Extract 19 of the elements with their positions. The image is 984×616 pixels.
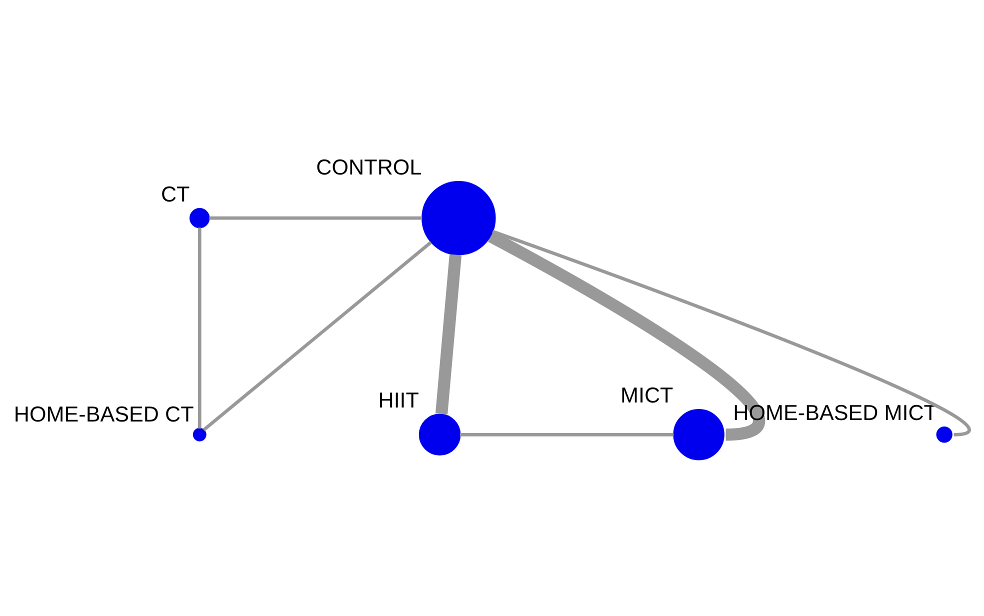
node-circle <box>673 408 724 460</box>
node-label: HIIT <box>378 386 420 412</box>
node-label: HOME-BASED MICT <box>733 400 937 425</box>
connector <box>198 227 202 428</box>
node-circle <box>190 207 210 228</box>
node-label: HOME-BASED CT <box>14 401 194 426</box>
connector <box>202 240 432 431</box>
node-label: MICT <box>620 382 674 408</box>
node-circle <box>936 426 952 442</box>
connector <box>435 254 462 414</box>
connector <box>488 230 764 440</box>
node-label: CT <box>160 181 190 206</box>
connector <box>492 229 970 436</box>
node-circle <box>192 427 206 441</box>
connector <box>460 432 674 436</box>
connector <box>209 216 422 220</box>
node-circle <box>418 413 461 456</box>
node-label: CONTROL <box>316 154 422 180</box>
node-circle <box>422 180 496 255</box>
